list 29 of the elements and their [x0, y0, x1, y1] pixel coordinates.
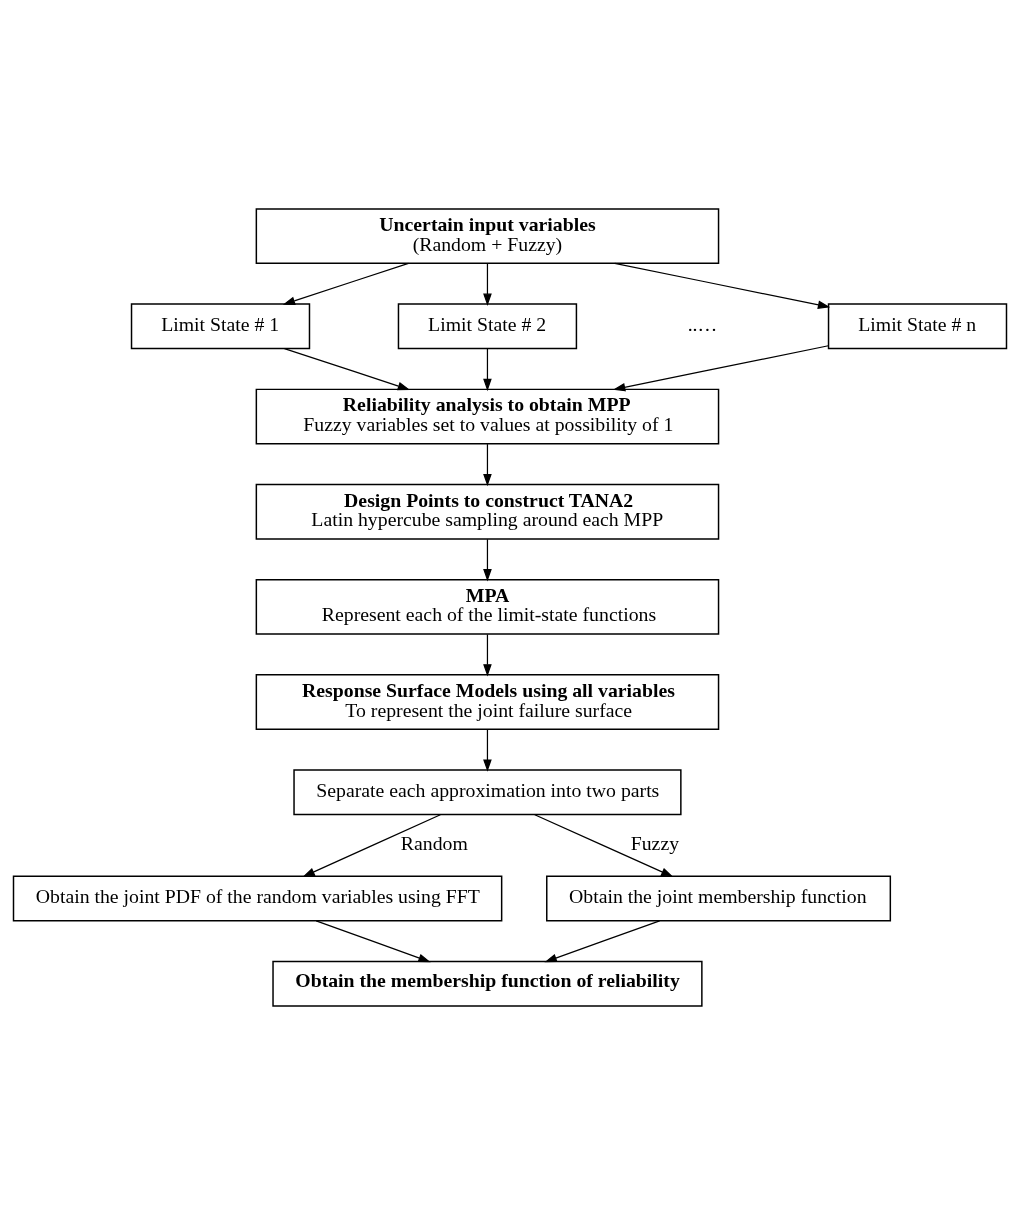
arrow — [483, 263, 492, 306]
node-box: Limit State # 1 — [130, 303, 311, 350]
node-box: Design Points to construct TANA2 Latin hypercube sampling around each MPP — [255, 483, 720, 540]
node-box: Uncertain input variables (Random + Fuzzy) — [255, 208, 720, 265]
arrow — [283, 348, 411, 391]
arrow — [544, 920, 661, 963]
node-box: MPA Represent each of the limit-state functions — [255, 578, 720, 635]
arrow — [612, 345, 829, 392]
node-box: Obtain the membership function of reliability — [272, 960, 703, 1007]
arrow — [315, 920, 431, 963]
node-box: Obtain the joint membership function — [546, 875, 892, 922]
node-box: Limit State # n — [827, 303, 1008, 350]
arrow — [483, 729, 492, 772]
edge-label: Fuzzy — [630, 832, 680, 855]
arrow — [483, 633, 492, 677]
node-box: Separate each approximation into two parts — [293, 769, 682, 816]
arrow — [534, 814, 674, 878]
label: ..… — [687, 313, 718, 336]
arrow — [483, 538, 492, 582]
arrow — [614, 262, 831, 310]
arrow — [483, 348, 492, 392]
arrow — [483, 443, 492, 487]
node-box: Reliability analysis to obtain MPP Fuzzy variables set to values at possibility of 1 — [255, 388, 720, 445]
arrow — [282, 262, 410, 305]
arrow — [302, 814, 441, 878]
edge-label: Random — [400, 832, 468, 855]
node-box: Response Surface Models using all variables To represent the joint failure surface — [255, 674, 720, 730]
node-box: Limit State # 2 — [397, 303, 578, 350]
node-box: Obtain the joint PDF of the random variables using FFT — [12, 875, 503, 922]
